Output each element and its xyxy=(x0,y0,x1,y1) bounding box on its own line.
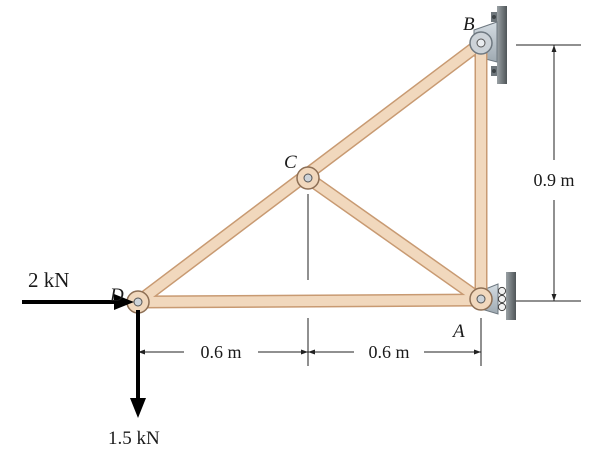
joint-label-b: B xyxy=(463,14,475,35)
load-arrow-vertical xyxy=(130,310,146,418)
dimension-label-right: 0.6 m xyxy=(368,342,409,362)
pin-c xyxy=(296,166,320,190)
joint-label-a: A xyxy=(451,321,465,342)
dimension-lines xyxy=(137,44,581,366)
member-da xyxy=(133,295,486,307)
load-arrow-horizontal xyxy=(22,294,134,310)
joint-label-d: D xyxy=(109,285,124,306)
dimension-label-height: 0.9 m xyxy=(533,170,574,190)
pin-a xyxy=(469,287,493,311)
load-label-horizontal: 2 kN xyxy=(28,268,69,292)
member-ca xyxy=(303,173,486,305)
joint-label-c: C xyxy=(284,152,297,173)
dimension-label-left: 0.6 m xyxy=(200,342,241,362)
pin-b xyxy=(469,31,493,55)
load-label-vertical: 1.5 kN xyxy=(108,428,160,449)
